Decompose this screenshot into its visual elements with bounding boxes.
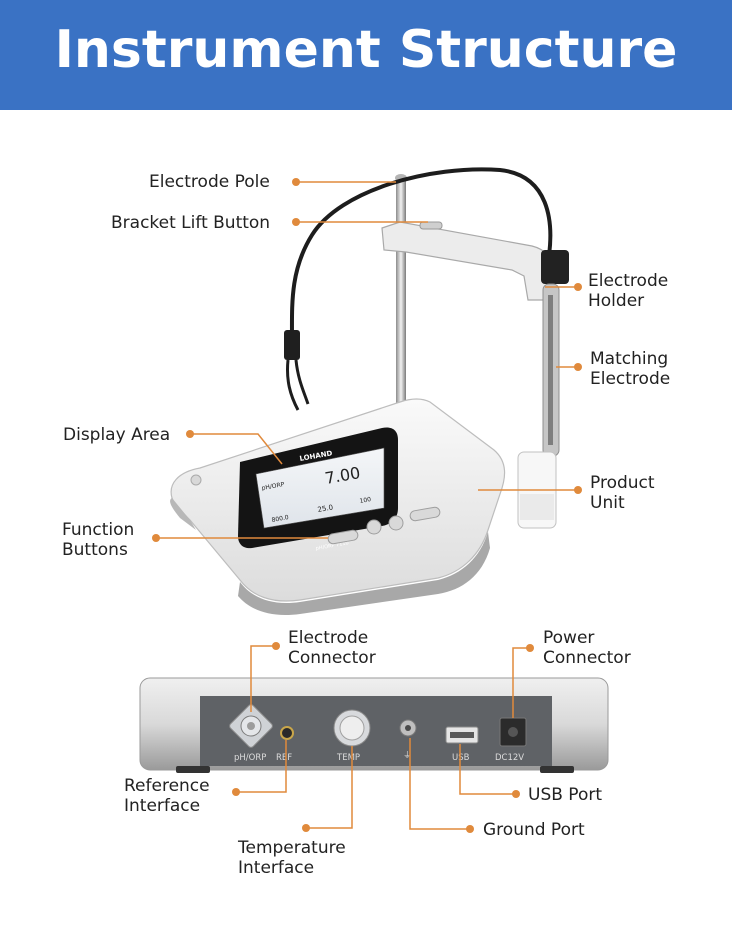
electrode-pole — [396, 176, 406, 416]
callout-bracket-lift-button: Bracket Lift Button — [111, 213, 428, 233]
cable-lead-2 — [294, 359, 310, 405]
screen-value-1: 25.0 — [317, 503, 334, 514]
callout-ground-port: Ground Port — [409, 738, 585, 840]
label-display-area: Display Area — [63, 425, 170, 445]
power-indicator — [190, 474, 202, 486]
label-power-connector-line1: Power — [543, 628, 594, 648]
callout-usb-port: USB Port — [459, 744, 602, 805]
label-function-buttons-line2: Buttons — [62, 540, 128, 560]
screen-value-3: 100 — [359, 496, 372, 505]
callout-electrode-holder: Electrode Holder — [545, 271, 668, 311]
label-matching-electrode-line1: Matching — [590, 349, 668, 369]
label-usb-port: USB — [452, 753, 470, 763]
page-title: Instrument Structure — [54, 20, 678, 80]
electrode-connector-port[interactable] — [228, 703, 273, 748]
callout-matching-electrode: Matching Electrode — [556, 349, 670, 389]
bottle-label — [520, 494, 554, 520]
temperature-interface-port[interactable] — [333, 709, 371, 747]
callout-function-buttons: Function Buttons — [62, 520, 328, 560]
callout-product-unit: Product Unit — [478, 473, 655, 513]
function-button-1[interactable] — [327, 529, 359, 545]
label-electrode-connector-line1: Electrode — [288, 628, 368, 648]
function-button-4[interactable] — [409, 506, 441, 522]
label-dc12v-port: DC12V — [495, 753, 524, 763]
bracket-lift-button[interactable] — [419, 221, 443, 230]
callout-temperature-interface: Temperature Interface — [237, 746, 353, 878]
model-label: pH/ORP 7110 — [315, 540, 349, 552]
screen-value-2: 800.0 — [271, 514, 289, 524]
ground-icon: ⏚ — [403, 751, 412, 761]
label-product-unit-line1: Product — [590, 473, 655, 493]
label-usb-port-callout: USB Port — [528, 785, 602, 805]
display-area — [255, 447, 385, 529]
label-ground-port-callout: Ground Port — [483, 820, 585, 840]
label-electrode-pole: Electrode Pole — [149, 172, 270, 192]
cable-plug — [284, 330, 300, 360]
callout-electrode-pole: Electrode Pole — [149, 172, 396, 192]
label-temperature-interface-line1: Temperature — [237, 838, 346, 858]
body-left-side — [170, 498, 196, 530]
title-banner — [0, 0, 732, 110]
callout-electrode-connector: Electrode Connector — [250, 628, 376, 712]
ground-port[interactable] — [399, 719, 417, 737]
body-base — [238, 532, 490, 616]
callout-display-area: Display Area — [63, 425, 283, 465]
electrode-cable — [289, 167, 553, 341]
power-connector-port[interactable] — [499, 717, 527, 747]
function-button-3[interactable] — [388, 515, 404, 531]
label-matching-electrode-line2: Electrode — [590, 369, 670, 389]
reference-interface-port[interactable] — [280, 726, 294, 740]
label-temp-port: TEMP — [336, 753, 360, 763]
label-ref-port: REF — [276, 753, 292, 763]
label-reference-interface-line1: Reference — [124, 776, 210, 796]
screen-mode: pH/ORP — [261, 481, 285, 492]
callout-reference-interface: Reference Interface — [124, 740, 287, 816]
label-ph-orp-port: pH/ORP — [234, 753, 266, 763]
electrode-inner — [548, 295, 553, 445]
label-product-unit-line2: Unit — [590, 493, 625, 513]
label-electrode-connector-line2: Connector — [288, 648, 376, 668]
callout-power-connector: Power Connector — [512, 628, 631, 718]
function-button-2[interactable] — [366, 519, 382, 535]
instrument-diagram: LOHAND pH/ORP 7.00 800.0 25.0 100 pH/ORP… — [62, 167, 670, 878]
label-bracket-lift-button: Bracket Lift Button — [111, 213, 270, 233]
cable-lead-1 — [286, 359, 300, 411]
rear-panel-foot-right — [540, 766, 574, 773]
label-electrode-holder-line2: Holder — [588, 291, 644, 311]
rear-panel-foot-left — [176, 766, 210, 773]
label-reference-interface-line2: Interface — [124, 796, 200, 816]
label-power-connector-line2: Connector — [543, 648, 631, 668]
bracket-arm — [381, 221, 554, 301]
electrode-clip — [541, 250, 569, 284]
label-temperature-interface-line2: Interface — [238, 858, 314, 878]
label-function-buttons-line1: Function — [62, 520, 134, 540]
label-electrode-holder-line1: Electrode — [588, 271, 668, 291]
usb-port[interactable] — [445, 726, 479, 744]
